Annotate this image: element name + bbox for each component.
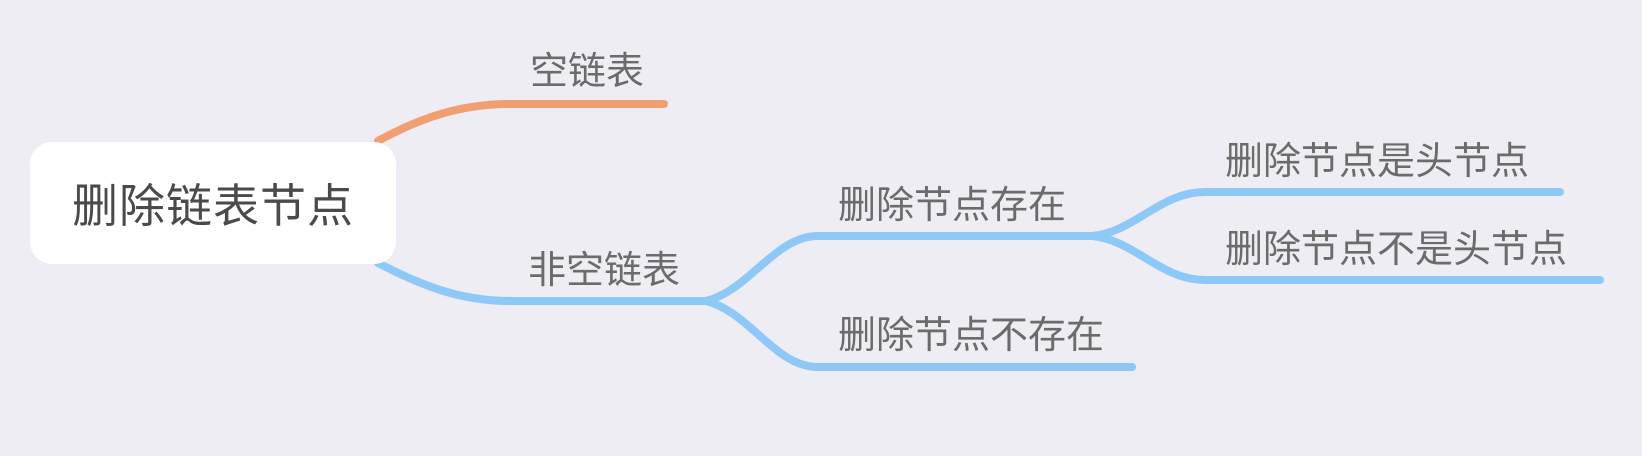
topic-empty-list[interactable]: 空链表 [530, 49, 645, 93]
topic-non-empty-list[interactable]: 非空链表 [528, 248, 681, 292]
topic-not-head-node[interactable]: 删除节点不是头节点 [1225, 227, 1568, 271]
topic-node-exists[interactable]: 删除节点存在 [838, 183, 1067, 227]
edge-root-to-non-empty-list [374, 259, 710, 305]
topic-is-head-node[interactable]: 删除节点是头节点 [1225, 139, 1530, 183]
edge-root-to-empty-list [374, 100, 668, 145]
root-topic-node[interactable]: 删除链表节点 [30, 142, 396, 264]
edge-node-exists-to-is-head [1088, 188, 1564, 240]
edge-non-empty-to-node-exists [702, 232, 1096, 305]
edge-non-empty-to-node-not-exists [702, 297, 1136, 371]
edge-node-exists-to-not-head [1088, 232, 1604, 284]
topic-node-not-exists[interactable]: 删除节点不存在 [838, 313, 1105, 357]
root-topic-label: 删除链表节点 [72, 179, 354, 233]
